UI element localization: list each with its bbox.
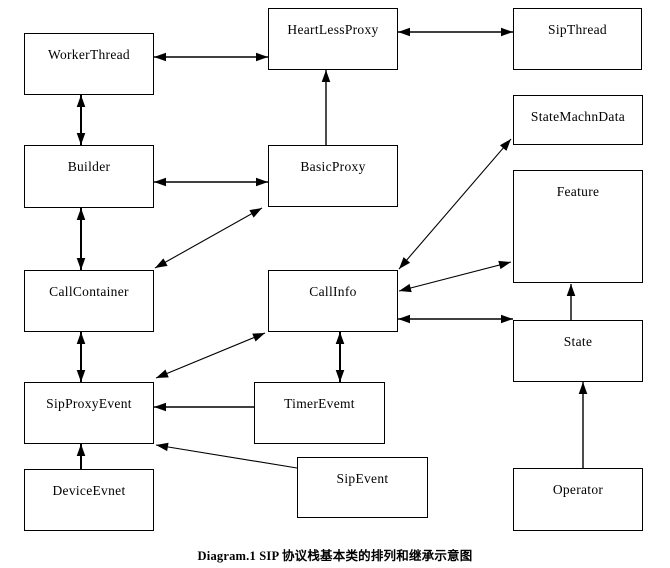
node-state: State	[513, 320, 643, 382]
edge-call-container--basic-proxy	[154, 207, 263, 269]
edge-basic-proxy--heartless-proxy	[321, 70, 331, 145]
node-heartless-proxy: HeartLessProxy	[268, 8, 398, 70]
arrowhead	[501, 27, 513, 37]
arrowhead	[499, 139, 511, 151]
arrowhead	[252, 333, 265, 342]
arrowhead	[498, 260, 511, 270]
arrowhead	[335, 332, 345, 344]
edge-heartless-proxy--sip-thread	[398, 27, 513, 37]
edge-call-info--state-machn-data	[398, 138, 512, 270]
edge-call-info--timer-evemt	[335, 332, 345, 382]
node-sip-event: SipEvent	[297, 457, 428, 518]
node-sip-proxy-event: SipProxyEvent	[24, 382, 154, 444]
node-label-call-info: CallInfo	[309, 284, 357, 299]
node-label-timer-evemt: TimerEvemt	[284, 396, 355, 411]
arrowhead	[154, 402, 166, 412]
arrowhead	[154, 177, 166, 187]
arrowhead	[76, 444, 86, 456]
edge-state--feature	[566, 284, 576, 320]
edge-call-info--feature	[398, 260, 512, 293]
node-label-sip-thread: SipThread	[548, 22, 607, 37]
arrowhead	[335, 370, 345, 382]
edge-call-container--sip-proxy-event	[76, 332, 86, 382]
node-operator: Operator	[513, 468, 643, 531]
edge-worker-thread--heartless-proxy	[154, 52, 268, 62]
arrowhead	[76, 332, 86, 344]
node-device-evnet: DeviceEvnet	[24, 469, 154, 531]
node-label-worker-thread: WorkerThread	[48, 47, 130, 62]
arrowhead	[76, 208, 86, 220]
arrowhead	[256, 177, 268, 187]
edge-sip-event--sip-proxy-event	[155, 442, 298, 469]
node-basic-proxy: BasicProxy	[268, 145, 398, 207]
arrowhead	[566, 284, 576, 296]
node-label-operator: Operator	[552, 482, 604, 497]
node-label-call-container: CallContainer	[49, 284, 129, 299]
edge-worker-thread--builder	[76, 95, 86, 145]
arrowhead	[578, 382, 588, 394]
arrowhead	[398, 314, 410, 324]
node-label-device-evnet: DeviceEvnet	[52, 483, 126, 498]
edge-builder--call-container	[76, 208, 86, 270]
node-label-sip-proxy-event: SipProxyEvent	[46, 396, 132, 411]
node-call-container: CallContainer	[24, 270, 154, 332]
arrowhead	[76, 258, 86, 270]
arrowhead	[398, 27, 410, 37]
arrowhead	[154, 52, 166, 62]
node-feature: Feature	[513, 170, 643, 283]
node-label-state-machn-data: StateMachnData	[530, 109, 626, 124]
node-worker-thread: WorkerThread	[24, 33, 154, 95]
arrowhead	[156, 442, 169, 452]
arrowhead	[256, 52, 268, 62]
arrowhead	[399, 257, 411, 269]
edge-sip-proxy-event--call-info	[155, 332, 266, 379]
arrowhead	[399, 283, 412, 293]
edge-timer-evemt--sip-proxy-event	[154, 402, 254, 412]
arrowhead	[249, 208, 262, 218]
node-label-sip-event: SipEvent	[336, 471, 389, 486]
edge-device-evnet--sip-proxy-event	[76, 444, 86, 469]
arrowhead	[76, 133, 86, 145]
arrowhead	[155, 258, 168, 268]
arrowhead	[321, 70, 331, 82]
edge-builder--basic-proxy	[154, 177, 268, 187]
node-sip-thread: SipThread	[513, 8, 642, 70]
node-label-heartless-proxy: HeartLessProxy	[287, 22, 379, 37]
node-state-machn-data: StateMachnData	[513, 95, 643, 145]
arrowhead	[76, 370, 86, 382]
node-timer-evemt: TimerEvemt	[254, 382, 385, 444]
arrowhead	[156, 369, 169, 378]
node-label-basic-proxy: BasicProxy	[300, 159, 366, 174]
node-call-info: CallInfo	[268, 270, 398, 332]
edge-operator--state	[578, 382, 588, 468]
arrowhead	[76, 95, 86, 107]
edge-call-info--state	[398, 314, 513, 324]
diagram-caption: Diagram.1 SIP 协议栈基本类的排列和继承示意图	[197, 549, 473, 563]
arrowhead	[501, 314, 513, 324]
node-label-feature: Feature	[556, 184, 600, 199]
node-builder: Builder	[24, 145, 154, 208]
node-label-state: State	[563, 334, 593, 349]
node-label-builder: Builder	[67, 159, 111, 174]
